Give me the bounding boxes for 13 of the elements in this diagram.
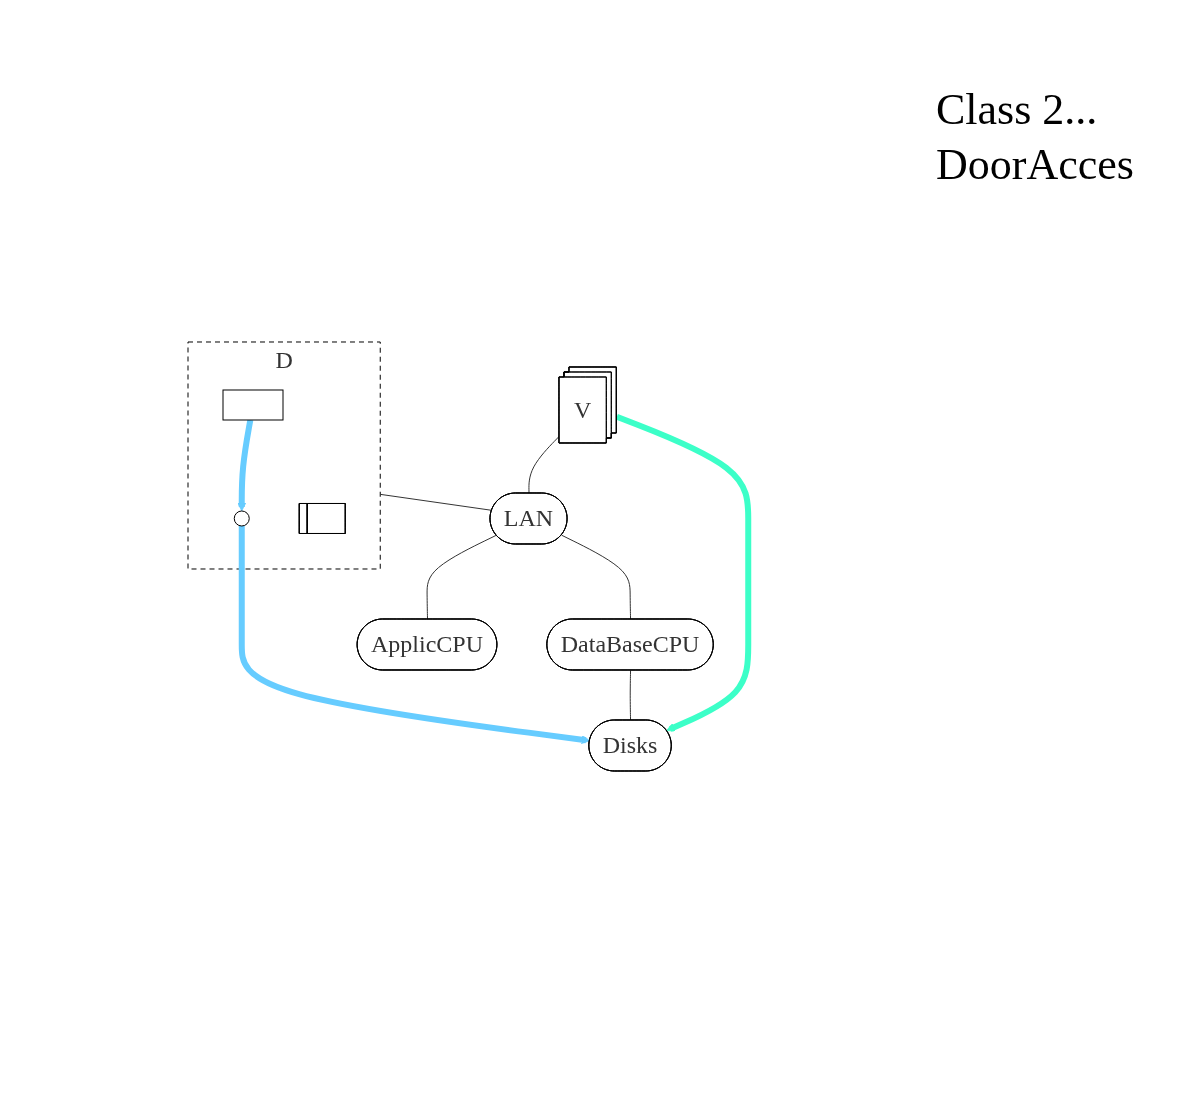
- arrow: [238, 525, 591, 744]
- connector: [426, 534, 497, 620]
- node-box: [222, 389, 284, 420]
- note-text: DoorAcces: [936, 139, 1135, 190]
- connector: [629, 669, 631, 721]
- connector: [379, 493, 493, 511]
- cluster: D: [187, 341, 381, 569]
- note-text: Class 2...: [936, 84, 1099, 135]
- arrow: [237, 418, 254, 511]
- connector: [561, 534, 631, 620]
- connector: [528, 435, 560, 494]
- arrow: [615, 413, 752, 732]
- node-circle: [233, 510, 250, 526]
